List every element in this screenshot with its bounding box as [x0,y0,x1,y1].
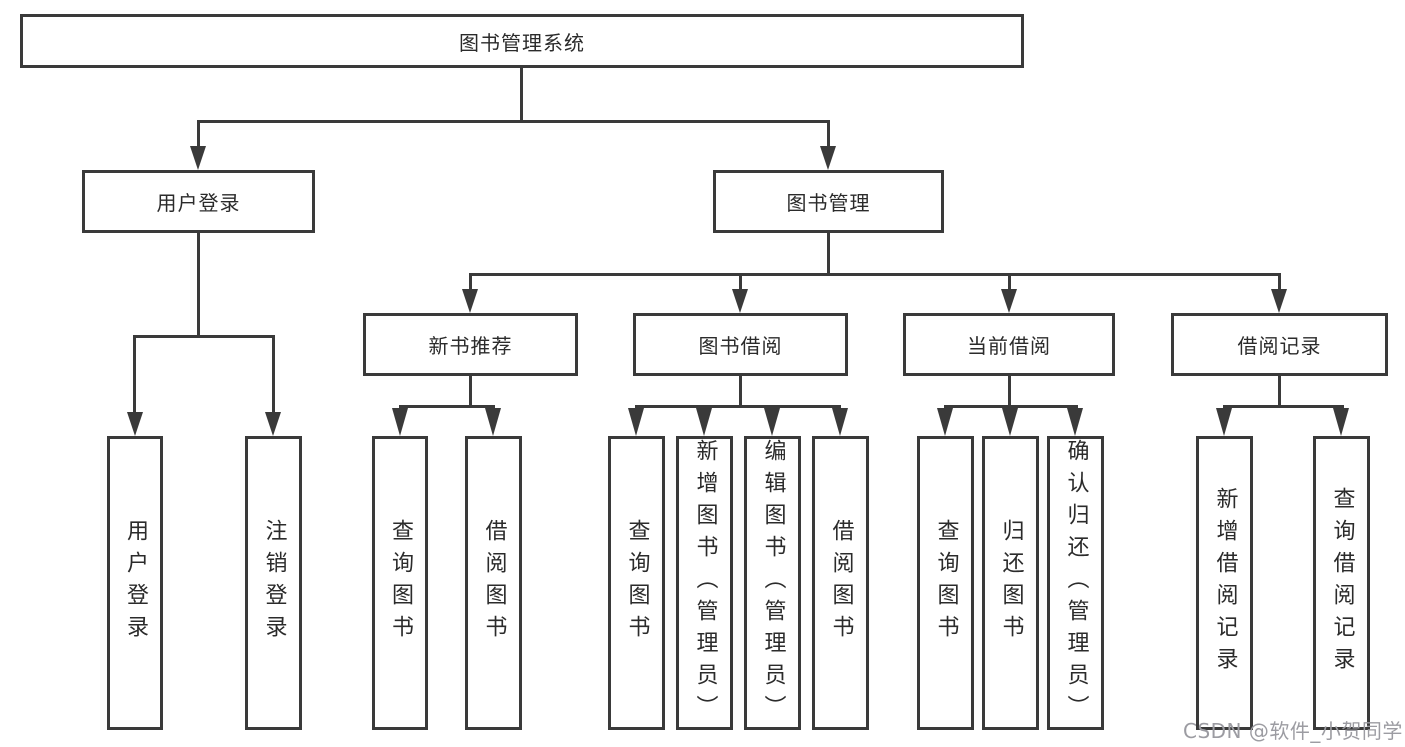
leaf-recommend-query-books: 查询图书 [372,436,428,730]
arrowhead-down-icon [937,408,953,436]
connector-stem [197,233,200,338]
connector-stem [1278,376,1281,408]
leaf-query-borrow-record-label: 查询借阅记录 [1329,487,1355,679]
connector-stem [827,120,830,148]
connector-stem [1008,273,1011,291]
leaf-current-query-books-label: 查询图书 [933,519,959,647]
leaf-edit-books-admin: 编辑图书（管理员） [744,436,801,730]
node-current-borrow-label: 当前借阅 [967,334,1051,358]
arrowhead-down-icon [127,412,143,436]
leaf-recommend-borrow-books: 借阅图书 [465,436,522,730]
connector-stem [1278,273,1281,291]
leaf-current-query-books: 查询图书 [917,436,974,730]
leaf-logout: 注销登录 [245,436,302,730]
arrowhead-down-icon [485,408,501,436]
node-user-login: 用户登录 [82,170,315,233]
connector-branch-recommend [399,405,495,408]
node-book-management-label: 图书管理 [786,191,871,215]
leaf-recommend-query-books-label: 查询图书 [388,519,413,647]
connector-branch-book-borrow [635,405,841,408]
connector-branch-level3 [469,273,1281,276]
arrowhead-down-icon [732,289,748,313]
leaf-add-books-admin-label: 新增图书（管理员） [692,439,718,727]
leaf-add-borrow-record: 新增借阅记录 [1196,436,1253,730]
connector-root-stem [520,68,523,123]
connector-branch-current-borrow [944,405,1078,408]
arrowhead-down-icon [764,408,780,436]
arrowhead-down-icon [1333,408,1349,436]
leaf-query-borrow-record: 查询借阅记录 [1313,436,1370,730]
leaf-borrow-books: 借阅图书 [812,436,869,730]
arrowhead-down-icon [1216,408,1232,436]
connector-stem [739,376,742,408]
connector-stem [272,335,275,414]
leaf-return-books: 归还图书 [982,436,1039,730]
arrowhead-down-icon [1001,289,1017,313]
leaf-edit-books-admin-label: 编辑图书（管理员） [760,439,786,727]
arrowhead-down-icon [265,412,281,436]
connector-stem [1008,376,1011,408]
leaf-borrow-query-books: 查询图书 [608,436,665,730]
node-borrow-records: 借阅记录 [1171,313,1388,376]
node-book-borrow-label: 图书借阅 [698,334,783,358]
leaf-user-login-label: 用户登录 [123,519,148,647]
arrowhead-down-icon [392,408,408,436]
leaf-borrow-books-label: 借阅图书 [828,519,854,647]
connector-stem [469,273,472,291]
leaf-logout-label: 注销登录 [261,519,287,647]
arrowhead-down-icon [190,146,206,170]
leaf-recommend-borrow-books-label: 借阅图书 [481,519,507,647]
node-root-label: 图书管理系统 [459,30,585,55]
connector-stem [133,335,136,414]
leaf-confirm-return-admin: 确认归还（管理员） [1047,436,1104,730]
arrowhead-down-icon [696,408,712,436]
connector-branch-borrow-records [1223,405,1344,408]
watermark: CSDN @软件_小贺同学 [1183,719,1403,743]
connector-stem [827,233,830,276]
connector-branch-level2 [197,120,830,123]
connector-stem [197,120,200,148]
node-book-management: 图书管理 [713,170,944,233]
node-borrow-records-label: 借阅记录 [1237,334,1322,358]
arrowhead-down-icon [628,408,644,436]
connector-stem [739,273,742,291]
arrowhead-down-icon [462,289,478,313]
node-root: 图书管理系统 [20,14,1024,68]
leaf-add-books-admin: 新增图书（管理员） [676,436,733,730]
leaf-add-borrow-record-label: 新增借阅记录 [1212,487,1238,679]
node-new-book-recommend-label: 新书推荐 [428,334,513,358]
leaf-user-login: 用户登录 [107,436,163,730]
node-new-book-recommend: 新书推荐 [363,313,578,376]
leaf-return-books-label: 归还图书 [998,519,1024,647]
node-current-borrow: 当前借阅 [903,313,1115,376]
node-user-login-label: 用户登录 [156,191,241,215]
arrowhead-down-icon [1067,408,1083,436]
arrowhead-down-icon [820,146,836,170]
arrowhead-down-icon [832,408,848,436]
connector-stem [469,376,472,408]
arrowhead-down-icon [1002,408,1018,436]
node-book-borrow: 图书借阅 [633,313,848,376]
connector-branch-user-login [133,335,275,338]
arrowhead-down-icon [1271,289,1287,313]
leaf-borrow-query-books-label: 查询图书 [624,519,650,647]
leaf-confirm-return-admin-label: 确认归还（管理员） [1063,439,1089,727]
